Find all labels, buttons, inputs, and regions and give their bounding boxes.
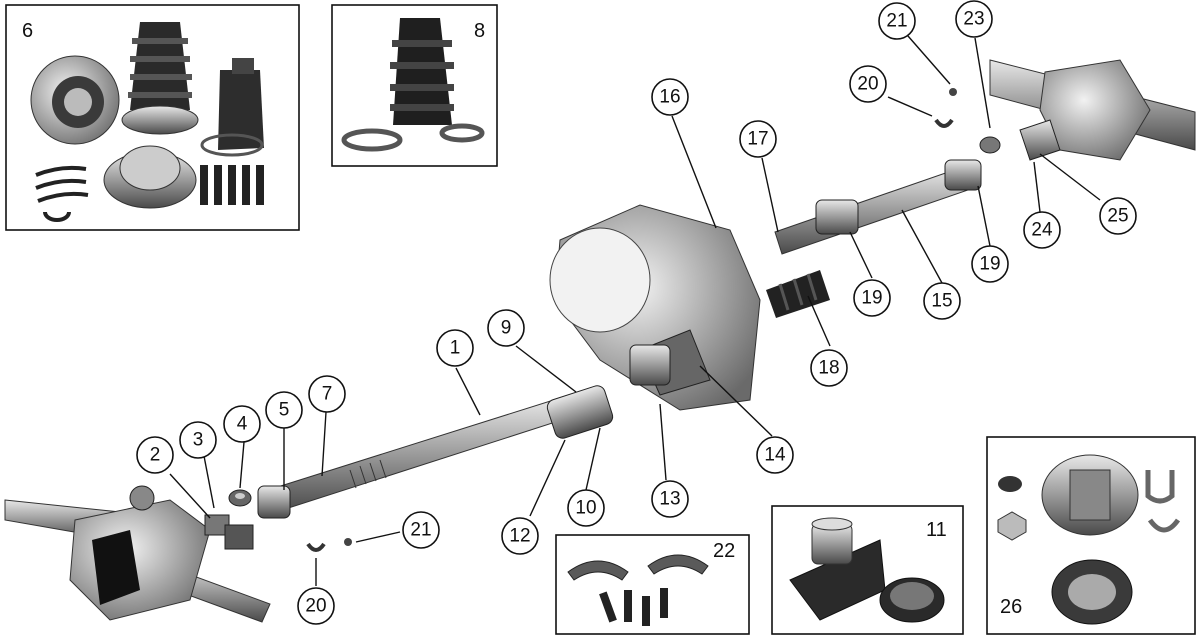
svg-text:1: 1 (450, 338, 461, 359)
svg-text:13: 13 (659, 489, 680, 510)
svg-text:24: 24 (1031, 220, 1053, 241)
rear-driveshaft (774, 159, 982, 255)
callout-21a: 21 (878, 2, 916, 40)
inset-label-11: 11 (926, 519, 947, 541)
svg-text:18: 18 (818, 358, 839, 379)
callout-1: 1 (436, 329, 474, 367)
svg-text:12: 12 (509, 526, 530, 547)
svg-text:21: 21 (410, 520, 431, 541)
inset-box-8: 8 (331, 4, 498, 167)
callout-14: 14 (756, 436, 794, 474)
svg-text:20: 20 (857, 74, 878, 95)
svg-text:15: 15 (931, 291, 952, 312)
svg-text:19: 19 (979, 254, 1000, 275)
callout-15: 15 (923, 282, 961, 320)
inset-label-22: 22 (713, 540, 735, 562)
transfer-case (549, 204, 761, 411)
callout-2: 2 (136, 436, 174, 474)
front-yoke-parts (204, 489, 254, 550)
callout-3: 3 (179, 421, 217, 459)
callout-21b: 21 (402, 511, 440, 549)
svg-text:19: 19 (861, 288, 882, 309)
rear-axle (979, 59, 1196, 161)
svg-text:25: 25 (1107, 206, 1128, 227)
inset-box-6: 6 (5, 4, 300, 231)
callout-5: 5 (265, 391, 303, 429)
callout-24: 24 (1023, 211, 1061, 249)
svg-text:7: 7 (322, 384, 333, 405)
inset-box-26: 26 (986, 436, 1196, 635)
svg-text:9: 9 (501, 318, 512, 339)
callout-20b: 20 (297, 587, 335, 625)
callout-4: 4 (223, 405, 261, 443)
inset-label-6: 6 (22, 20, 33, 42)
callout-9: 9 (487, 309, 525, 347)
inset-box-11: 11 (771, 505, 964, 635)
svg-text:23: 23 (963, 9, 984, 30)
svg-text:2: 2 (150, 445, 161, 466)
svg-text:10: 10 (575, 498, 596, 519)
leader-lines (169, 35, 1101, 586)
boot-18 (766, 270, 830, 318)
front-driveshaft (257, 385, 614, 519)
svg-text:14: 14 (764, 445, 786, 466)
svg-text:21: 21 (886, 11, 907, 32)
front-axle (4, 485, 271, 623)
callout-12: 12 (501, 517, 539, 555)
callout-23: 23 (955, 0, 993, 38)
callout-7: 7 (308, 375, 346, 413)
inset-box-22: 22 (555, 534, 750, 635)
callout-18: 18 (810, 349, 848, 387)
callout-17: 17 (739, 120, 777, 158)
svg-text:3: 3 (193, 430, 204, 451)
u-bolt-straps (306, 88, 957, 552)
callout-16: 16 (651, 78, 689, 116)
callout-20a: 20 (849, 65, 887, 103)
svg-text:16: 16 (659, 87, 680, 108)
callout-19b: 19 (971, 245, 1009, 283)
svg-text:20: 20 (305, 596, 326, 617)
inset-label-8: 8 (474, 20, 485, 42)
svg-text:17: 17 (747, 129, 768, 150)
svg-text:5: 5 (279, 400, 290, 421)
callout-25: 25 (1099, 197, 1137, 235)
callout-10: 10 (567, 489, 605, 527)
callout-13: 13 (651, 480, 689, 518)
svg-text:4: 4 (237, 414, 248, 435)
inset-label-26: 26 (1000, 596, 1022, 618)
callout-19a: 19 (853, 279, 891, 317)
